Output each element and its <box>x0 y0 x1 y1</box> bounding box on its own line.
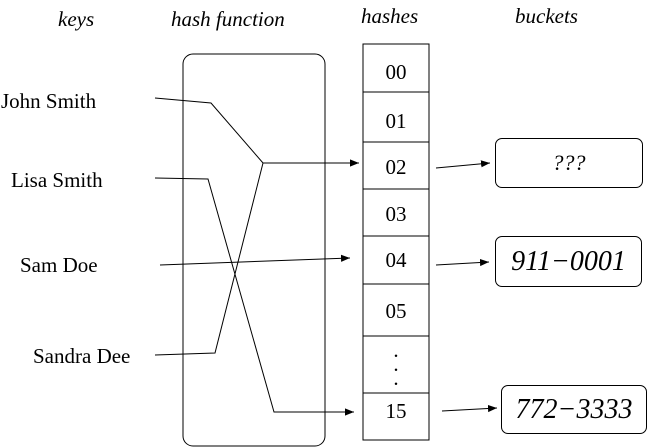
bucket-unknown: ??? <box>495 138 643 188</box>
key-lisa-smith: Lisa Smith <box>11 168 103 192</box>
hash-ellipsis-dot-1: . <box>393 338 399 362</box>
buckets-header: buckets <box>515 4 578 28</box>
hash-function-header: hash function <box>171 7 285 31</box>
sam-doe-mapping-line <box>159 254 351 266</box>
hash-05: 05 <box>385 299 407 323</box>
hash-15-bucket-arrow <box>441 404 498 413</box>
hash-01: 01 <box>385 109 407 133</box>
hashes-header: hashes <box>361 4 419 28</box>
key-john-smith: John Smith <box>1 89 97 113</box>
sandra-dee-mapping-line <box>154 162 264 356</box>
keys-header: keys <box>58 7 95 31</box>
lisa-smith-mapping-line <box>154 177 354 416</box>
hash-column <box>362 43 430 441</box>
bucket-772-3333: 772−3333 <box>501 385 647 434</box>
hash-04-bucket-arrow <box>435 258 490 267</box>
hash-function-box <box>182 53 326 447</box>
hash-00: 00 <box>385 60 407 84</box>
hash-15: 15 <box>385 399 407 423</box>
bucket-911-0001: 911−0001 <box>495 236 642 287</box>
key-sandra-dee: Sandra Dee <box>33 344 131 368</box>
john-smith-mapping-line <box>154 97 359 167</box>
hash-ellipsis-dot-3: . <box>393 366 399 390</box>
key-sam-doe: Sam Doe <box>20 253 98 277</box>
hash-02-bucket-arrow <box>435 160 491 169</box>
hash-ellipsis-dot-2: . <box>393 352 399 376</box>
hash-04: 04 <box>385 248 407 272</box>
hash-02: 02 <box>385 155 407 179</box>
hash-03: 03 <box>385 202 407 226</box>
